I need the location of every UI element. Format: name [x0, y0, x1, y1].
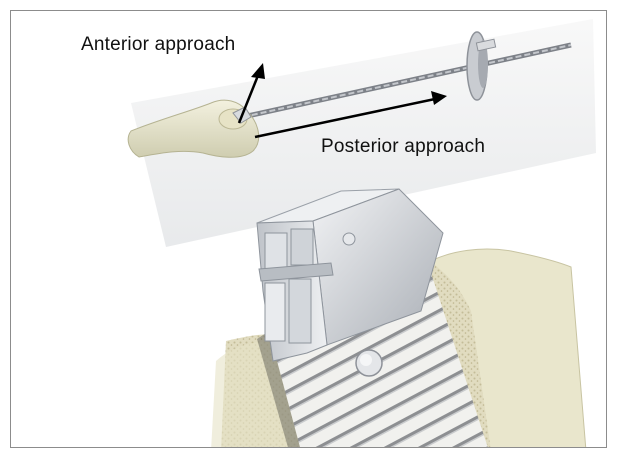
posterior-approach-label: Posterior approach	[321, 136, 485, 158]
anterior-approach-label: Anterior approach	[81, 34, 235, 56]
figure-frame: Anterior approach Posterior approach	[10, 10, 607, 448]
illustration	[11, 11, 606, 447]
